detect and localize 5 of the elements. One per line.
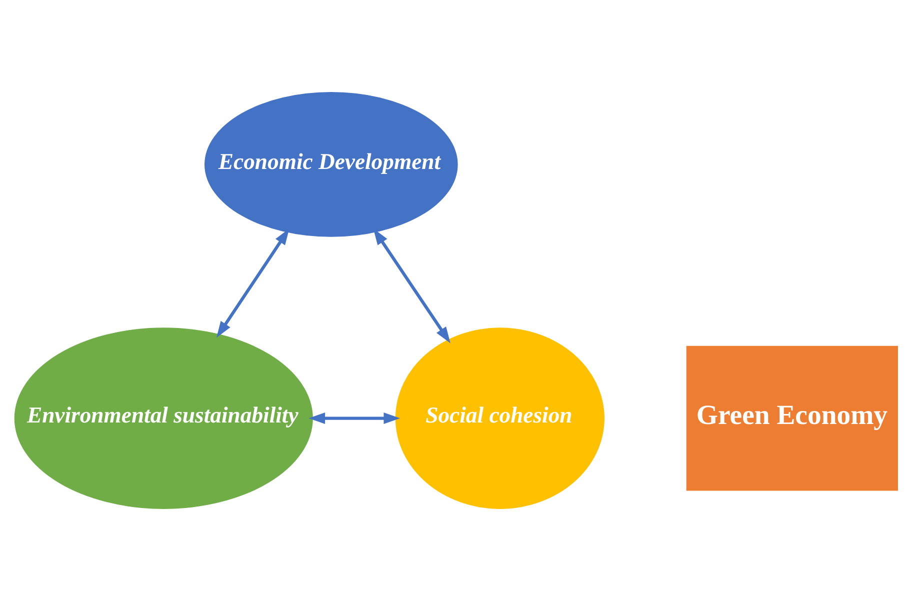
arrow (308, 412, 400, 424)
node-ellipse: Economic Development (204, 92, 458, 237)
node-ellipse: Social cohesion (395, 328, 604, 509)
node-ellipse: Environmental sustainability (14, 328, 313, 509)
node-box: Green Economy (686, 346, 898, 491)
